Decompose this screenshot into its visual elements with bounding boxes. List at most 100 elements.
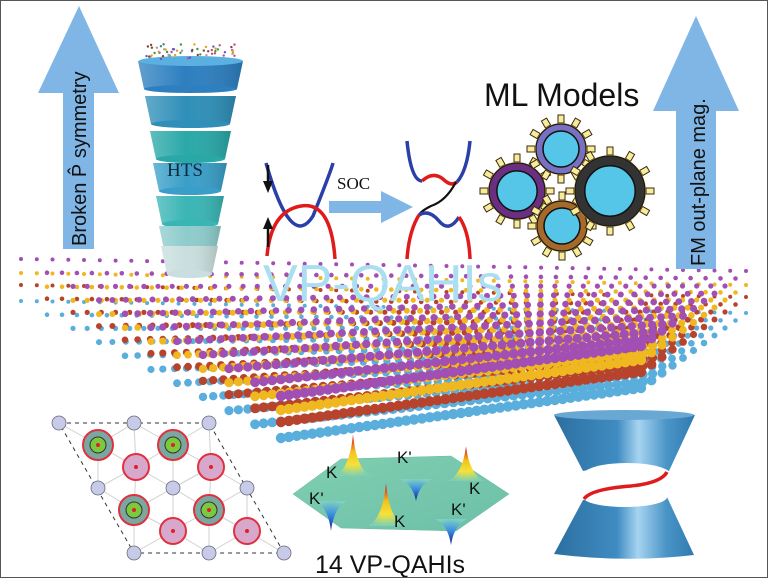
atom — [539, 266, 543, 270]
atom — [444, 334, 452, 342]
atom — [185, 309, 192, 316]
atom — [505, 330, 513, 338]
atom — [159, 324, 166, 331]
atom — [586, 280, 590, 284]
atom — [514, 320, 522, 328]
atom — [209, 392, 217, 400]
atom — [523, 279, 527, 283]
atom — [631, 307, 638, 314]
atom — [122, 353, 129, 360]
atom — [690, 319, 697, 326]
atom — [636, 341, 646, 351]
atom — [60, 285, 65, 290]
atom — [109, 323, 115, 329]
lattice-node — [240, 481, 254, 495]
atom — [342, 341, 350, 349]
atom — [35, 299, 39, 303]
atom — [35, 271, 39, 275]
atom — [537, 310, 544, 317]
atom — [635, 314, 643, 322]
atom — [51, 272, 55, 276]
atom — [195, 322, 202, 329]
atom — [360, 328, 368, 336]
atom — [584, 309, 591, 316]
atom — [647, 360, 657, 370]
atom — [85, 298, 90, 303]
atom — [198, 298, 203, 303]
atom — [478, 312, 485, 319]
atom — [347, 353, 356, 362]
atom — [332, 342, 340, 350]
atom — [150, 271, 155, 276]
atom — [466, 354, 476, 364]
atom — [679, 312, 687, 320]
atom — [141, 310, 146, 315]
atom — [250, 377, 260, 387]
atom — [70, 326, 75, 331]
lattice-node — [127, 546, 141, 560]
atom — [733, 302, 738, 307]
atom — [571, 280, 575, 284]
atom — [459, 323, 467, 331]
atom — [508, 265, 512, 269]
atom — [109, 297, 115, 303]
atom — [600, 300, 607, 307]
atom — [678, 347, 685, 354]
atom — [344, 315, 349, 320]
atom — [184, 298, 189, 303]
atom — [96, 297, 102, 303]
atom — [216, 296, 222, 302]
atom — [19, 283, 23, 287]
atom — [551, 292, 557, 298]
atom — [688, 340, 695, 347]
atom — [657, 326, 666, 335]
atom — [336, 368, 346, 378]
atom — [523, 265, 527, 269]
atom — [310, 371, 320, 381]
atom — [712, 333, 718, 339]
atom — [184, 379, 192, 387]
atom — [90, 271, 95, 276]
atom — [90, 285, 95, 290]
atom — [430, 314, 437, 321]
atom — [602, 316, 610, 324]
atom — [538, 292, 544, 298]
atom — [407, 315, 414, 322]
funnel-tier — [161, 246, 218, 278]
broken-symmetry-label: Broken P̂ symmetry — [68, 72, 91, 246]
atom — [371, 327, 379, 335]
atom — [60, 313, 65, 318]
atom — [464, 333, 472, 341]
atom — [51, 300, 55, 304]
atom — [96, 339, 102, 345]
atom — [701, 340, 708, 347]
atom — [226, 284, 231, 289]
atom — [160, 310, 167, 317]
dirac-cone-gap — [554, 410, 695, 559]
atom — [536, 319, 544, 327]
atom — [503, 321, 511, 329]
atom — [718, 276, 723, 281]
atom — [434, 335, 442, 343]
atom — [224, 406, 233, 415]
atom — [66, 300, 70, 304]
atom — [647, 376, 657, 386]
atom — [372, 339, 380, 347]
atom — [722, 297, 727, 302]
atom — [511, 293, 517, 299]
atom — [348, 317, 355, 324]
atom — [688, 312, 695, 319]
atom — [733, 290, 738, 295]
atom — [481, 322, 489, 330]
atom — [217, 335, 225, 343]
atom — [199, 365, 207, 373]
atom — [722, 309, 727, 314]
atom — [524, 293, 530, 299]
lattice-node — [202, 546, 216, 560]
atom — [198, 284, 203, 289]
atom — [636, 383, 646, 393]
atom — [219, 349, 227, 357]
atom — [222, 308, 229, 315]
atom — [183, 323, 190, 330]
